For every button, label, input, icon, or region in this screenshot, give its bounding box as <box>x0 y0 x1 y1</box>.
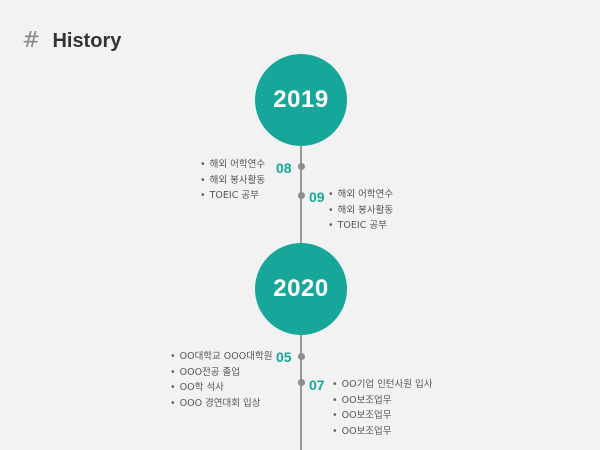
list-item: 해외 어학연수 <box>200 157 265 173</box>
list-item: 해외 봉사활동 <box>328 203 393 219</box>
timeline-entry-09-list: 해외 어학연수 해외 봉사활동 TOEIC 공부 <box>328 187 393 234</box>
list-item: TOEIC 공부 <box>328 218 393 234</box>
list-item: OO보조업무 <box>332 424 433 440</box>
list-item: 해외 어학연수 <box>328 187 393 203</box>
list-item: OOO전공 졸업 <box>170 365 272 381</box>
timeline-dot <box>298 379 305 386</box>
page-title: History <box>52 30 122 52</box>
list-item: OO학 석사 <box>170 380 272 396</box>
list-item: 해외 봉사활동 <box>200 173 265 189</box>
year-circle-2019: 2019 <box>255 54 347 146</box>
timeline-month-09: 09 <box>309 189 325 205</box>
timeline-entry-05-list: OO대학교 OOO대학원 OOO전공 졸업 OO학 석사 OOO 경연대회 입상 <box>170 349 273 412</box>
timeline-month-05: 05 <box>276 349 292 365</box>
list-item: TOEIC 공부 <box>200 188 265 204</box>
list-item: OO보조업무 <box>332 393 433 409</box>
timeline-month-08: 08 <box>276 160 292 176</box>
list-item: OO기업 인턴사원 입사 <box>332 377 433 393</box>
timeline-entry-08-list: 해외 어학연수 해외 봉사활동 TOEIC 공부 <box>200 157 265 204</box>
hash-icon: # <box>22 28 41 53</box>
list-item: OO보조업무 <box>332 408 433 424</box>
timeline-entry-07-list: OO기업 인턴사원 입사 OO보조업무 OO보조업무 OO보조업무 <box>332 377 433 439</box>
year-label: 2019 <box>273 86 329 113</box>
timeline-dot <box>298 163 305 170</box>
page-header: # History <box>22 27 121 55</box>
year-circle-2020: 2020 <box>255 243 347 335</box>
list-item: OO대학교 OOO대학원 <box>170 349 273 365</box>
list-item: OOO 경연대회 입상 <box>170 396 272 412</box>
year-label: 2020 <box>273 275 329 302</box>
timeline-month-07: 07 <box>309 377 325 393</box>
timeline-dot <box>298 353 305 360</box>
timeline-dot <box>298 192 305 199</box>
